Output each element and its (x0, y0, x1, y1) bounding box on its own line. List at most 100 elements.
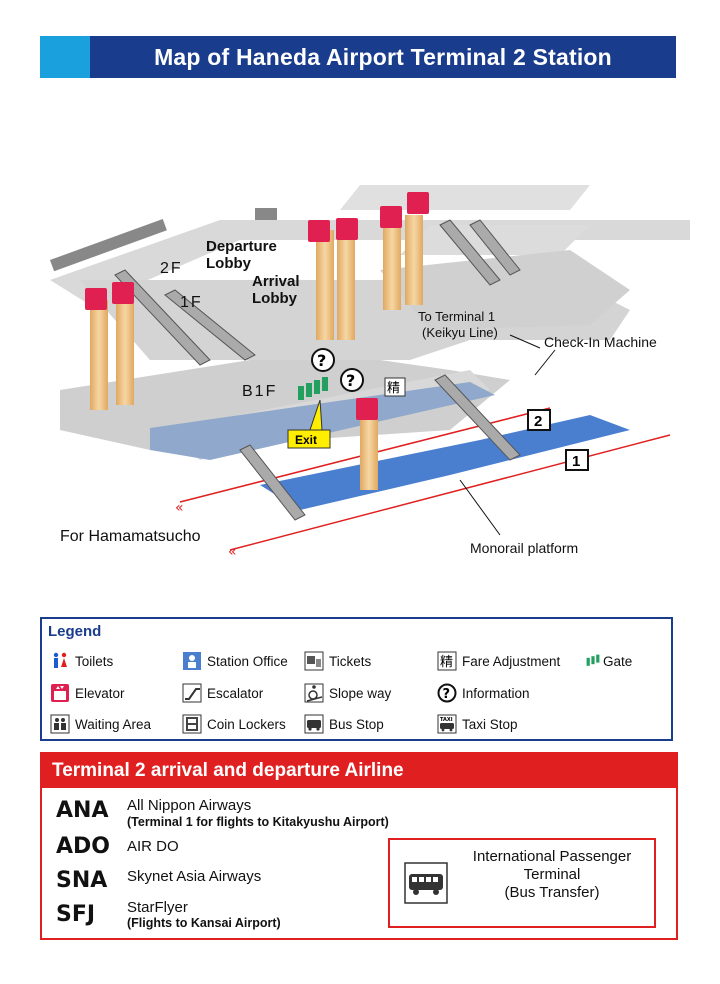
escalator-icon (182, 683, 202, 703)
floor-label-b1f: B1F (242, 383, 278, 400)
airline-note-sfj: (Flights to Kansai Airport) (127, 916, 281, 930)
legend-label-bus-stop: Bus Stop (329, 716, 384, 732)
page-title: Map of Haneda Airport Terminal 2 Station (154, 43, 612, 70)
exit-callout-box (287, 429, 331, 449)
gate-marker (298, 377, 328, 400)
arrival-lobby-label-2: Lobby (252, 290, 297, 307)
legend-slope-way: Slope way (304, 683, 391, 703)
elevator-icon (51, 684, 69, 702)
direction-arrows-upper: « (175, 500, 184, 516)
airline-name-ado: AIR DO (127, 838, 179, 855)
airline-title: Terminal 2 arrival and departure Airline (52, 760, 404, 781)
svg-text:?: ? (443, 687, 451, 702)
direction-arrows-lower: « (228, 544, 237, 560)
airline-name-sna: Skynet Asia Airways (127, 868, 262, 885)
floor-label-1f: 1F (180, 294, 203, 311)
bus-icon (404, 862, 448, 904)
tickets-icon (304, 651, 324, 671)
legend-label-waiting-area: Waiting Area (75, 716, 152, 732)
fare-adjustment-icon: 精 (437, 651, 457, 671)
legend-label-station-office: Station Office (207, 653, 288, 669)
station-office-icon (183, 652, 201, 670)
toilets-icon (53, 652, 67, 668)
legend-label-slope-way: Slope way (329, 685, 392, 701)
legend-label-fare-adjustment: Fare Adjustment (462, 653, 561, 669)
fare-adjustment-char: 精 (440, 655, 453, 670)
legend-coin-lockers: Coin Lockers (182, 714, 286, 734)
legend-gate: Gate (585, 651, 632, 671)
international-terminal-text: International Passenger Terminal (Bus Tr… (452, 848, 652, 902)
legend-tickets: Tickets (304, 651, 371, 671)
legend-taxi-stop: TAXI Taxi Stop (437, 714, 518, 734)
legend-information: ? Information (437, 683, 530, 703)
exit-label: Exit (295, 433, 317, 447)
pillars (90, 215, 423, 490)
monorail-platform (260, 415, 630, 510)
airline-code-sfj: SFJ (56, 902, 96, 927)
fare-adjustment-marker: 精 (387, 381, 400, 396)
airline-section: Terminal 2 arrival and departure Airline… (40, 752, 678, 940)
legend-elevator: Elevator (50, 683, 125, 703)
elevator-markers (85, 192, 429, 420)
arrival-lobby-label-1: Arrival (252, 273, 300, 290)
airline-code-ado: ADO (56, 834, 110, 859)
airline-code-sna: SNA (56, 868, 108, 893)
airline-name-sfj: StarFlyer (127, 899, 188, 916)
airline-code-ana: ANA (56, 798, 109, 823)
monorail-leader (459, 479, 501, 536)
legend-waiting-area: Waiting Area (50, 714, 151, 734)
taxi-text: TAXI (440, 717, 453, 723)
taxi-stop-icon: TAXI (437, 714, 457, 734)
legend-label-coin-lockers: Coin Lockers (207, 716, 286, 732)
legend-station-office: Station Office (182, 651, 288, 671)
legend-escalator: Escalator (182, 683, 263, 703)
coin-lockers-icon (182, 714, 202, 734)
title-banner: Map of Haneda Airport Terminal 2 Station (90, 36, 676, 78)
airline-name-ana: All Nippon Airways (127, 797, 252, 814)
to-terminal1-label-2: (Keikyu Line) (422, 325, 498, 340)
monorail-platform-label: Monorail platform (470, 540, 579, 556)
bus-stop-icon (304, 714, 324, 734)
for-hamamatsucho-label: For Hamamatsucho (60, 528, 201, 545)
checkin-leader (534, 349, 556, 376)
information-icon: ? (437, 683, 457, 703)
floor-label-2f: 2F (160, 260, 183, 277)
airline-note-ana: (Terminal 1 for flights to Kitakyushu Ai… (127, 815, 389, 829)
legend-label-toilets: Toilets (75, 653, 114, 669)
legend-bus-stop: Bus Stop (304, 714, 384, 734)
legend-label-taxi-stop: Taxi Stop (462, 716, 518, 732)
concourse-b1f (150, 382, 495, 460)
information-markers: ? ? (311, 348, 364, 392)
legend-label-escalator: Escalator (207, 685, 264, 701)
legend-fare-adjustment: 精 Fare Adjustment (437, 651, 560, 671)
departure-lobby-label-1: Departure (206, 238, 277, 255)
legend-label-gate: Gate (603, 653, 633, 669)
airline-header: Terminal 2 arrival and departure Airline (42, 754, 676, 788)
to-terminal1-label-1: To Terminal 1 (418, 309, 496, 324)
legend-label-information: Information (462, 685, 530, 701)
gate-icon (586, 654, 600, 666)
intl-line-1: International Passenger (472, 848, 632, 865)
international-terminal-box: International Passenger Terminal (Bus Tr… (388, 838, 656, 928)
svg-text:?: ? (346, 371, 355, 390)
platform-number-2: 2 (534, 413, 542, 430)
escalators (114, 219, 521, 521)
slope-way-icon (304, 683, 324, 703)
title-accent (40, 36, 90, 78)
legend-label-tickets: Tickets (329, 653, 372, 669)
track-1 (229, 434, 671, 551)
station-map-drawing: « « (50, 185, 690, 560)
terminal1-leader (509, 334, 541, 349)
departure-lobby-label-2: Lobby (206, 255, 251, 272)
waiting-area-icon (50, 714, 70, 734)
legend-label-elevator: Elevator (75, 685, 125, 701)
check-in-machine-label: Check-In Machine (544, 334, 657, 350)
intl-line-2: Terminal (523, 866, 581, 883)
platform-number-1: 1 (572, 453, 580, 470)
station-map: « « (30, 130, 690, 580)
svg-text:?: ? (317, 351, 326, 370)
legend: Legend Toilets Station Office Tickets 精 … (40, 617, 673, 741)
intl-line-3: (Bus Transfer) (504, 884, 600, 901)
legend-toilets: Toilets (50, 651, 113, 671)
legend-title: Legend (48, 623, 102, 640)
